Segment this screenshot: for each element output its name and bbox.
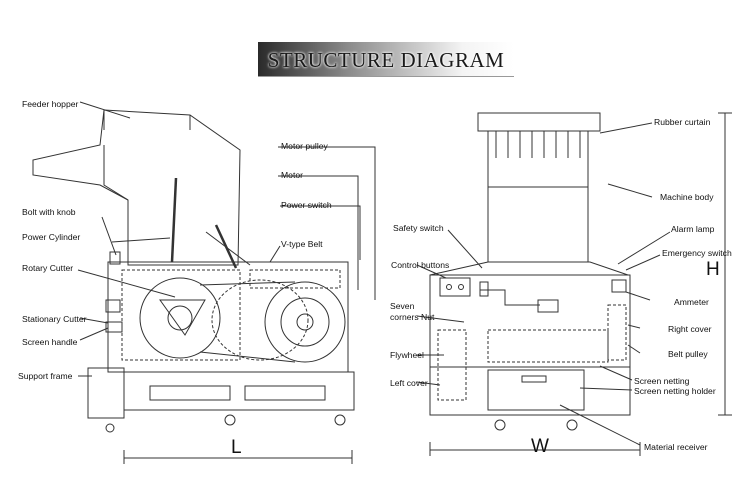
label-feeder-hopper: Feeder hopper bbox=[22, 99, 79, 109]
lower-frame bbox=[430, 367, 630, 415]
label-v-type-belt: V-type Belt bbox=[281, 239, 323, 249]
dimension-l: L bbox=[231, 437, 242, 458]
label-right-cover: Right cover bbox=[668, 324, 712, 334]
label-material-receiver: Material receiver bbox=[644, 442, 708, 452]
label-rubber-curtain: Rubber curtain bbox=[654, 117, 711, 127]
dimension-h: H bbox=[706, 259, 720, 280]
rotary-cutter-disc bbox=[140, 278, 220, 358]
support-frame bbox=[124, 372, 354, 410]
label-seven-corners-nut-line2: corners Nut bbox=[390, 312, 435, 322]
dimension-w: W bbox=[531, 436, 549, 457]
label-belt-pulley: Belt pulley bbox=[668, 349, 708, 359]
title-banner: STRUCTURE DIAGRAM bbox=[258, 42, 514, 77]
left-machine-drawing bbox=[33, 102, 375, 464]
crusher-body bbox=[108, 262, 348, 372]
label-motor-pulley: Motor pulley bbox=[281, 141, 328, 151]
label-rotary-cutter: Rotary Cutter bbox=[22, 263, 74, 273]
diagram-title: STRUCTURE DIAGRAM bbox=[267, 48, 505, 72]
right-machine-drawing bbox=[417, 113, 732, 456]
power-cylinder-rod bbox=[172, 178, 176, 262]
label-control-buttons: Control buttons bbox=[391, 260, 450, 270]
label-flywheel: Flywheel bbox=[390, 350, 424, 360]
v-belt-line bbox=[200, 282, 295, 362]
label-emergency-switch: Emergency switch bbox=[662, 248, 732, 258]
label-power-cylinder: Power Cylinder bbox=[22, 232, 81, 242]
label-bolt-with-knob: Bolt with knob bbox=[22, 207, 76, 217]
label-safety-switch: Safety switch bbox=[393, 223, 444, 233]
label-alarm-lamp: Alarm lamp bbox=[671, 224, 715, 234]
label-support-frame: Support frame bbox=[18, 371, 73, 381]
label-motor: Motor bbox=[281, 170, 303, 180]
label-stationary-cutter: Stationary Cutter bbox=[22, 314, 87, 324]
label-ammeter: Ammeter bbox=[674, 297, 709, 307]
label-screen-netting: Screen netting bbox=[634, 376, 690, 386]
label-power-switch: Power switch bbox=[281, 200, 332, 210]
motor-pulley-circle bbox=[265, 282, 345, 362]
label-machine-body: Machine body bbox=[660, 192, 714, 202]
label-seven-corners-nut-line1: Seven bbox=[390, 301, 415, 311]
label-screen-handle: Screen handle bbox=[22, 337, 78, 347]
label-left-cover: Left cover bbox=[390, 378, 428, 388]
hopper-top bbox=[478, 113, 600, 131]
label-screen-netting-holder: Screen netting holder bbox=[634, 386, 716, 396]
